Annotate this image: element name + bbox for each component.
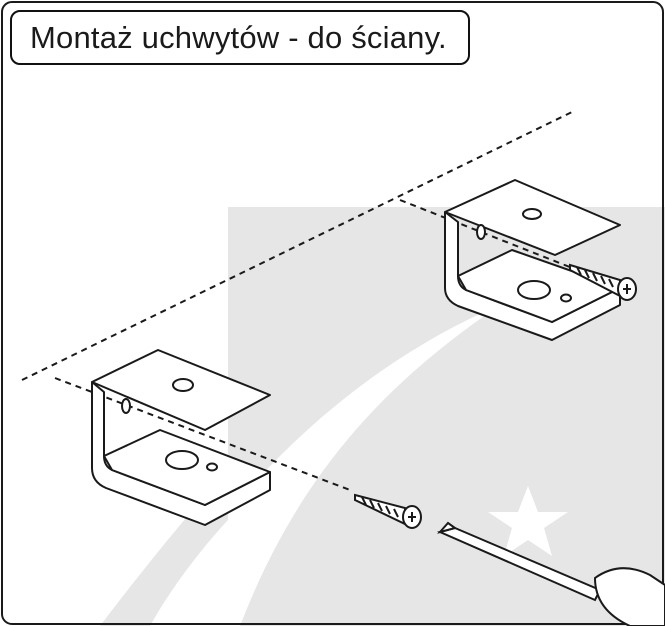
bracket-right — [444, 179, 621, 341]
screw-right-cross — [623, 284, 631, 294]
watermark-swoosh — [150, 305, 500, 626]
screw-left-cross — [408, 512, 416, 522]
page-title: Montaż uchwytów - do ściany. — [30, 19, 447, 55]
bracket-left-side-hole — [121, 398, 131, 414]
screw-left — [354, 493, 422, 529]
alignment-line-left — [54, 377, 351, 491]
bracket-left-bottom-hole-large — [165, 450, 199, 470]
screwdriver-icon — [436, 521, 665, 626]
screw-left-thread — [361, 496, 399, 518]
bracket-left — [91, 349, 271, 526]
bracket-right-bottom-hole-small — [560, 293, 572, 303]
watermark-star — [488, 486, 568, 556]
alignment-line-right — [399, 199, 591, 276]
screwdriver-tip — [437, 521, 458, 534]
bracket-right-top-hole — [522, 208, 542, 220]
bracket-left-top-hole — [172, 378, 194, 392]
screw-right — [569, 263, 637, 301]
bracket-right-bottom-hole-large — [517, 280, 551, 300]
bracket-right-side-hole — [476, 224, 486, 240]
screw-right-thread — [576, 266, 614, 288]
screwdriver-handle — [593, 567, 665, 626]
title-box: Montaż uchwytów - do ściany. — [10, 10, 470, 65]
wall-dashed-line — [21, 111, 573, 381]
bracket-left-bottom-hole-small — [206, 462, 218, 472]
